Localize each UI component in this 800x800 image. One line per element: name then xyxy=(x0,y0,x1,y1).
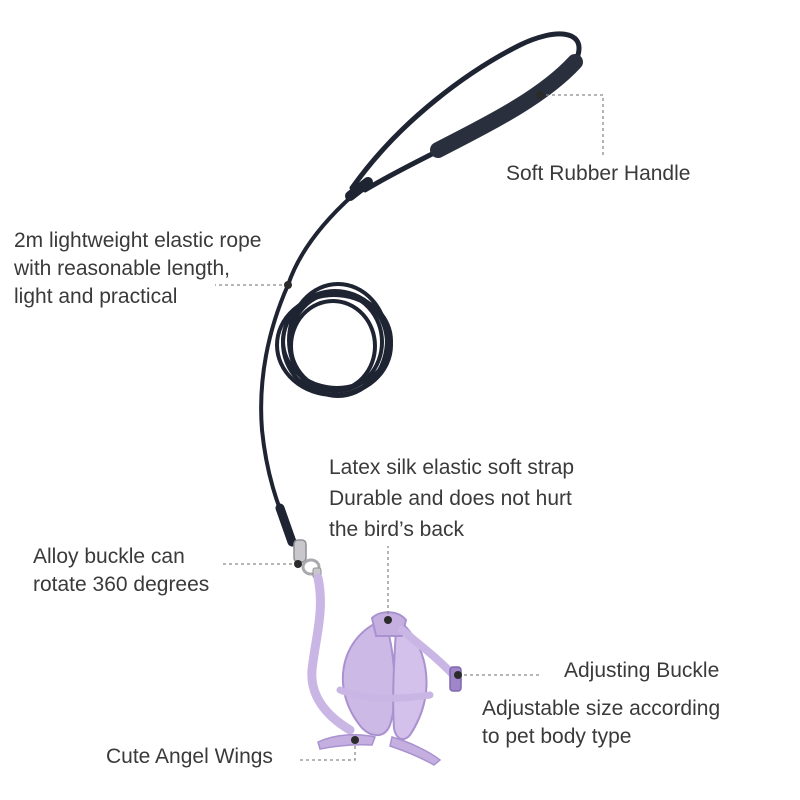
callout-text: the bird’s back xyxy=(329,518,465,541)
angel-wing-right xyxy=(389,736,442,766)
callout-text: Cute Angel Wings xyxy=(106,745,273,768)
rubber-handle xyxy=(430,54,583,158)
callout-text: Latex silk elastic soft strap xyxy=(329,456,575,479)
callout-text: with reasonable length, xyxy=(14,257,230,280)
rope-sleeve xyxy=(345,177,373,201)
harness-lead-strap xyxy=(307,573,355,735)
callout-elastic-rope: 2m lightweight elastic rope with reasona… xyxy=(14,227,261,311)
callout-angel-wings: Cute Angel Wings xyxy=(106,743,273,771)
alloy-buckle xyxy=(293,539,322,579)
callout-text: to pet body type xyxy=(482,725,632,748)
leader-wings xyxy=(298,740,356,761)
callout-text: light and practical xyxy=(14,285,178,308)
leader-dots xyxy=(284,91,544,744)
dot-alloy xyxy=(294,560,302,568)
callout-text: rotate 360 degrees xyxy=(33,573,210,596)
callout-text: Adjustable size according xyxy=(482,697,721,720)
callout-text: Adjusting Buckle xyxy=(564,659,720,682)
leader-lines xyxy=(215,94,604,761)
rope-end-sleeve xyxy=(275,503,297,547)
dot-handle xyxy=(536,91,544,99)
adjusting-buckle xyxy=(449,666,462,692)
callout-soft-rubber-handle: Soft Rubber Handle xyxy=(506,160,690,188)
callout-adjusting-buckle: Adjusting Buckle xyxy=(564,657,719,685)
dot-adjusting xyxy=(454,671,462,679)
callout-alloy-buckle: Alloy buckle can rotate 360 degrees xyxy=(33,543,209,599)
callout-text: 2m lightweight elastic rope xyxy=(14,229,262,252)
leader-handle xyxy=(540,94,604,158)
rope-coil xyxy=(275,282,393,398)
elastic-rope xyxy=(259,194,354,546)
angel-wing-left xyxy=(317,733,377,750)
callout-soft-strap: Latex silk elastic soft strap Durable an… xyxy=(329,452,574,545)
callout-text: Durable and does not hurt xyxy=(329,487,572,510)
dot-rope xyxy=(284,281,292,289)
callout-text: Alloy buckle can xyxy=(33,545,185,568)
harness xyxy=(317,611,462,766)
dot-wings xyxy=(351,736,359,744)
callout-text: Soft Rubber Handle xyxy=(506,162,691,185)
dot-strap xyxy=(384,616,392,624)
callout-adjustable-size: Adjustable size according to pet body ty… xyxy=(482,695,720,751)
